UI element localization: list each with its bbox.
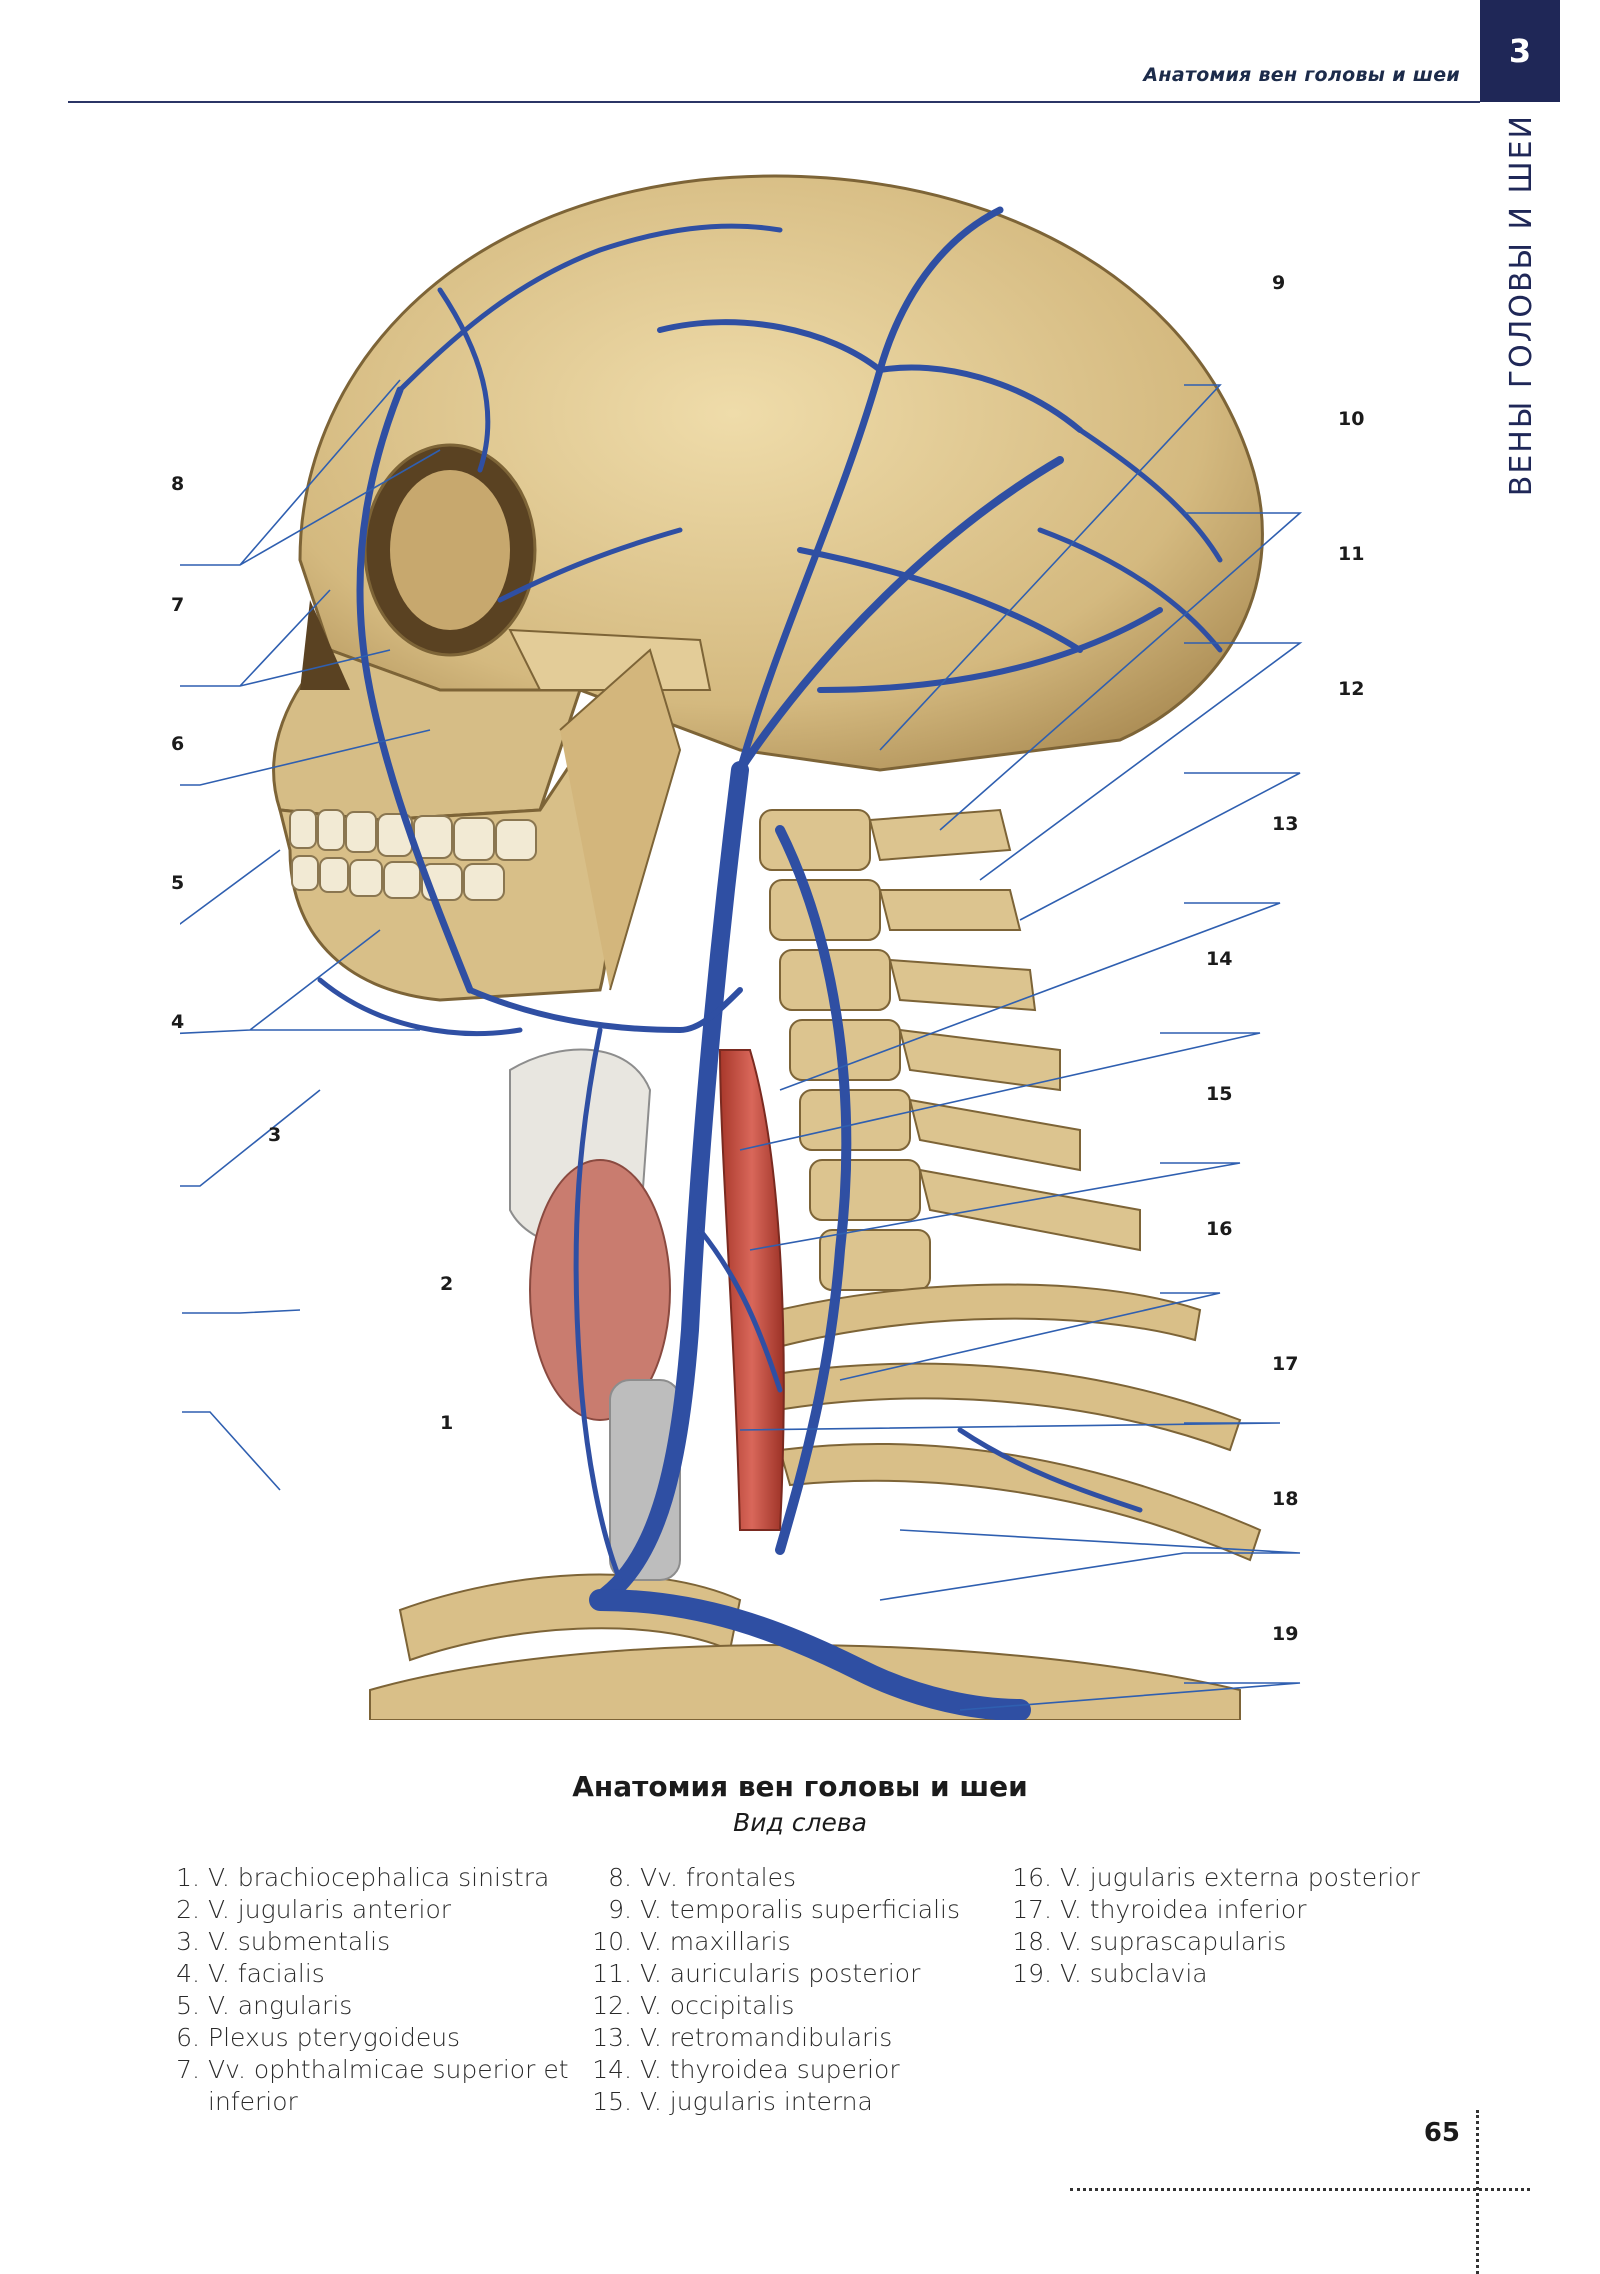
callout-3: 3 (268, 1124, 282, 1146)
callout-16: 16 (1206, 1218, 1233, 1240)
legend-item: 8.Vv. frontales (608, 1863, 796, 1892)
side-title-text: ВЕНЫ ГОЛОВЫ И ШЕИ (1503, 113, 1539, 497)
callout-9: 9 (1272, 272, 1286, 294)
legend-column-1: 1.V. brachiocephalica sinistra 2.V. jugu… (150, 1862, 570, 2118)
footer-dotted-rule (1070, 2188, 1530, 2191)
footer-dotted-vertical (1476, 2110, 1479, 2274)
legend-item: 10.V. maxillaris (592, 1927, 791, 1956)
leader-lines (180, 379, 1303, 1711)
anatomy-illustration (180, 130, 1360, 1720)
legend-item: 3.V. submentalis (176, 1927, 391, 1956)
callout-5: 5 (171, 872, 185, 894)
legend-item: 1.V. brachiocephalica sinistra (176, 1863, 550, 1892)
callout-1: 1 (440, 1412, 454, 1434)
side-title: ВЕНЫ ГОЛОВЫ И ШЕИ (1494, 114, 1548, 496)
legend-item: 12.V. occipitalis (592, 1991, 795, 2020)
callout-2: 2 (440, 1273, 454, 1295)
legend-column-3: 16.V. jugularis externa posterior 17.V. … (1002, 1862, 1422, 1990)
callout-4: 4 (171, 1011, 185, 1033)
legend-item: 7.Vv. ophthalmicae superior et (176, 2055, 569, 2084)
callout-12: 12 (1338, 678, 1365, 700)
legend-item: 4.V. facialis (176, 1959, 325, 1988)
page-number: 65 (1423, 2118, 1460, 2148)
veins (317, 206, 1223, 1720)
callout-13: 13 (1272, 813, 1299, 835)
legend-item: 13.V. retromandibularis (592, 2023, 893, 2052)
legend-column-2: 8.Vv. frontales 9.V. temporalis superfic… (570, 1862, 1000, 2118)
legend-item: 5.V. angularis (176, 1991, 353, 2020)
callout-19: 19 (1272, 1623, 1299, 1645)
chapter-number: 3 (1508, 32, 1532, 70)
running-title: Анатомия вен головы и шеи (1143, 64, 1460, 86)
callout-10: 10 (1338, 408, 1365, 430)
caption-subtitle: Вид слева (733, 1808, 867, 1837)
cervical-spine (759, 808, 1141, 1291)
callout-7: 7 (171, 594, 185, 616)
caption-title: Анатомия вен головы и шеи (572, 1770, 1028, 1803)
callout-17: 17 (1272, 1353, 1299, 1375)
header-rule (68, 101, 1480, 103)
legend-item: 9.V. temporalis superficialis (608, 1895, 961, 1924)
neck-muscle (718, 1049, 785, 1531)
legend-item: 16.V. jugularis externa posterior (1012, 1863, 1420, 1892)
legend-item: 11.V. auricularis posterior (592, 1959, 921, 1988)
callout-8: 8 (171, 473, 185, 495)
callout-11: 11 (1338, 543, 1365, 565)
legend-item: inferior (208, 2087, 298, 2116)
callout-14: 14 (1206, 948, 1233, 970)
head-neck-veins-figure (180, 174, 1303, 1720)
callout-15: 15 (1206, 1083, 1233, 1105)
legend-item: 17.V. thyroidea inferior (1012, 1895, 1307, 1924)
callout-18: 18 (1272, 1488, 1299, 1510)
chapter-tab: 3 (1480, 0, 1560, 102)
legend-item: 19.V. subclavia (1012, 1959, 1208, 1988)
legend-item: 14.V. thyroidea superior (592, 2055, 900, 2084)
legend-item: 2.V. jugularis anterior (176, 1895, 452, 1924)
thyroid-gland (529, 1159, 671, 1421)
legend-item: 18.V. suprascapularis (1012, 1927, 1287, 1956)
callout-6: 6 (171, 733, 185, 755)
legend-item: 6.Plexus pterygoideus (176, 2023, 461, 2052)
legend-item: 15.V. jugularis interna (592, 2087, 873, 2116)
